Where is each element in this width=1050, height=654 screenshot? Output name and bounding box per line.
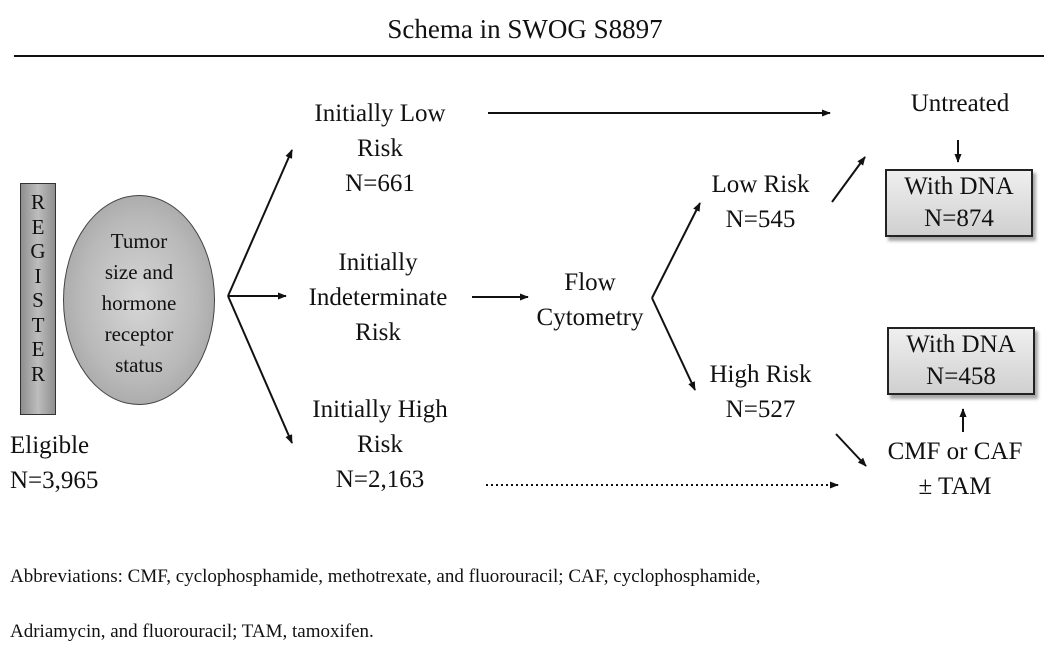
treatment-node: CMF or CAF ± TAM: [887, 438, 1023, 500]
footnote-line-2: Adriamycin, and fluorouracil; TAM, tamox…: [10, 621, 374, 642]
stratification-label: Tumor size and hormone receptor status: [101, 229, 177, 377]
arrow-lowrisk-to-untreated: [831, 156, 866, 203]
treated-dna-box: With DNA N=458: [887, 327, 1035, 395]
high-risk-node: High Risk N=527: [709, 361, 812, 423]
register-label: R E G I S T E R: [30, 190, 46, 386]
arrow-to-initially-high: [227, 295, 293, 444]
untreated-dna-box: With DNA N=874: [885, 169, 1033, 237]
title-rule: [14, 55, 1044, 57]
arrow-to-low-risk: [651, 202, 701, 299]
initially-low-node: Initially Low Risk N=661: [314, 100, 446, 197]
low-risk-node: Low Risk N=545: [711, 171, 810, 233]
untreated-node: Untreated: [910, 90, 1010, 117]
initially-high-node: Initially High Risk N=2,163: [312, 396, 448, 493]
stratification-oval: [63, 195, 215, 405]
arrow-to-high-risk: [651, 297, 696, 391]
flow-cytometry-node: Flow Cytometry: [536, 269, 644, 331]
register-bar: [20, 183, 56, 415]
arrow-highrisk-to-treatment: [835, 433, 867, 467]
initially-indeterminate-node: Initially Indeterminate Risk: [308, 249, 448, 346]
eligible-label: Eligible N=3,965: [10, 432, 99, 494]
footnote-line-1: Abbreviations: CMF, cyclophosphamide, me…: [10, 566, 761, 587]
arrow-to-initially-low: [227, 149, 293, 297]
figure-title: Schema in SWOG S8897: [387, 14, 663, 44]
